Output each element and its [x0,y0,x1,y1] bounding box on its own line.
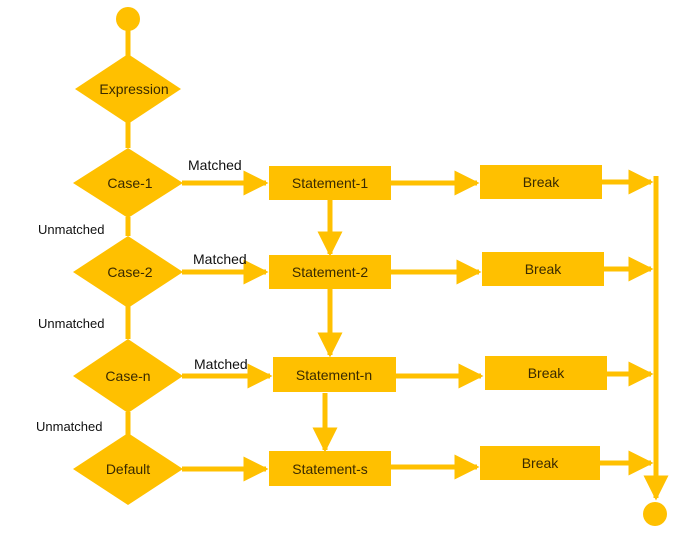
statement-s-box [269,451,391,486]
end-node [643,502,667,526]
break-1-label: Break [523,174,561,190]
expression-diamond [75,54,181,124]
break-n-box [485,356,607,390]
default-label: Default [106,461,150,477]
case2-label: Case-2 [107,264,152,280]
statement-1-label: Statement-1 [292,175,368,191]
break-2-box [482,252,604,286]
statement-2-box [269,255,391,289]
case1-label: Case-1 [107,175,152,191]
case2-diamond [73,236,183,308]
break-n-label: Break [528,365,566,381]
case1-diamond [73,148,183,218]
matched-label-n: Matched [194,356,248,372]
break-2-label: Break [525,261,563,277]
statement-1-box [269,166,391,200]
break-s-label: Break [522,455,560,471]
expression-label: Expression [99,81,168,97]
casen-label: Case-n [105,368,150,384]
statement-n-box [273,357,396,392]
unmatched-label-1: Unmatched [38,222,104,237]
unmatched-label-2: Unmatched [38,316,104,331]
connectors [125,30,669,501]
matched-label-2: Matched [193,251,247,267]
default-diamond [73,433,183,505]
matched-label-1: Matched [188,157,242,173]
unmatched-label-3: Unmatched [36,419,102,434]
start-node [116,7,140,31]
casen-diamond [73,339,183,413]
statement-n-label: Statement-n [296,367,372,383]
statement-2-label: Statement-2 [292,264,368,280]
break-s-box [480,446,600,480]
break-1-box [480,165,602,199]
statement-s-label: Statement-s [292,461,367,477]
